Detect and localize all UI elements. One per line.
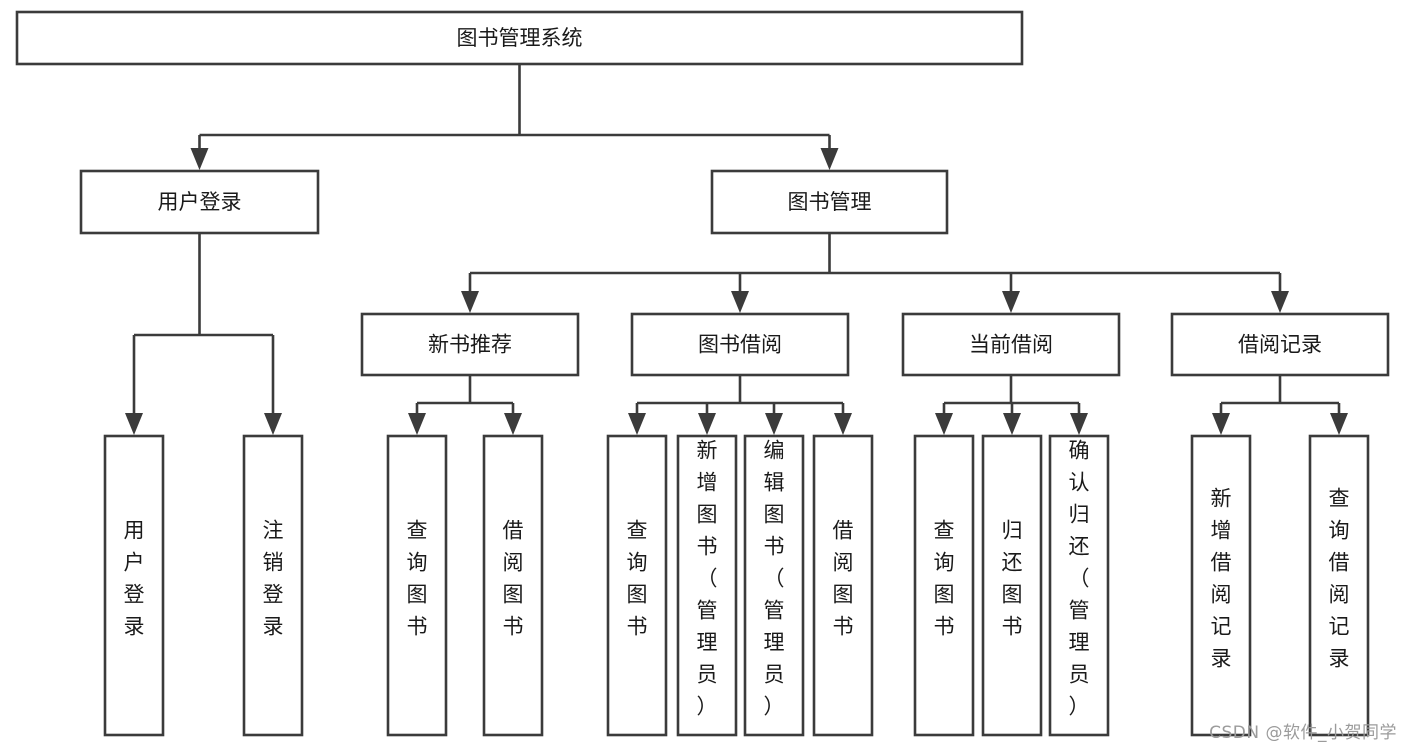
arrow-head-icon — [125, 413, 143, 435]
arrow-head-icon — [461, 291, 479, 313]
node-leaf-user-logout[interactable]: 注销登录 — [242, 434, 304, 737]
arrow-head-icon — [1070, 413, 1088, 435]
node-label: 图书管理 — [788, 190, 872, 214]
arrow-head-icon — [1003, 413, 1021, 435]
node-leaf-add-record[interactable]: 新增借阅记录 — [1190, 434, 1252, 737]
node-book-borrow[interactable]: 图书借阅 — [630, 312, 850, 377]
node-label: 编辑图书（管理员） — [764, 439, 785, 719]
node-leaf-borrow-book-2[interactable]: 借阅图书 — [812, 434, 874, 737]
arrow-head-icon — [190, 148, 209, 170]
node-label: 查询图书 — [934, 519, 955, 639]
node-leaf-query-book-3[interactable]: 查询图书 — [913, 434, 975, 737]
node-box — [1170, 312, 1390, 377]
node-box — [1190, 434, 1252, 737]
node-label: 图书借阅 — [698, 333, 782, 357]
node-label: 注销登录 — [263, 519, 284, 639]
node-label: 用户登录 — [124, 519, 145, 639]
arrow-head-icon — [698, 413, 716, 435]
arrow-head-icon — [765, 413, 783, 435]
arrow-head-icon — [1002, 291, 1020, 313]
arrow-head-icon — [408, 413, 426, 435]
node-leaf-query-book-2[interactable]: 查询图书 — [606, 434, 668, 737]
arrow-head-icon — [834, 413, 852, 435]
node-label: 借阅图书 — [833, 519, 854, 639]
node-new-book-recommend[interactable]: 新书推荐 — [360, 312, 580, 377]
node-box — [1048, 434, 1110, 737]
node-leaf-borrow-book-1[interactable]: 借阅图书 — [482, 434, 544, 737]
node-leaf-user-login[interactable]: 用户登录 — [103, 434, 165, 737]
node-box — [360, 312, 580, 377]
arrow-head-icon — [628, 413, 646, 435]
connector-group-book-borrow — [628, 375, 852, 435]
arrow-head-icon — [504, 413, 522, 435]
node-box — [710, 169, 949, 235]
node-layer: 图书管理系统用户登录图书管理新书推荐图书借阅当前借阅借阅记录用户登录注销登录查询… — [15, 10, 1390, 737]
node-label: 新增图书（管理员） — [697, 439, 718, 719]
node-box — [901, 312, 1121, 377]
connector-group-new-book-recommend — [408, 375, 522, 435]
node-label: 借阅图书 — [503, 519, 524, 639]
node-root[interactable]: 图书管理系统 — [15, 10, 1024, 66]
connector-group-borrow-record — [1212, 375, 1348, 435]
node-leaf-query-book-1[interactable]: 查询图书 — [386, 434, 448, 737]
node-box — [1308, 434, 1370, 737]
node-current-borrow[interactable]: 当前借阅 — [901, 312, 1121, 377]
node-box — [79, 169, 320, 235]
node-leaf-query-record[interactable]: 查询借阅记录 — [1308, 434, 1370, 737]
connector-group-book-manage — [461, 233, 1289, 313]
node-box — [676, 434, 738, 737]
csdn-watermark: CSDN @软件_小贺同学 — [1209, 723, 1397, 743]
node-label: 用户登录 — [158, 190, 242, 214]
node-leaf-edit-book[interactable]: 编辑图书（管理员） — [743, 434, 805, 737]
connector-group-root — [190, 64, 839, 170]
node-borrow-record[interactable]: 借阅记录 — [1170, 312, 1390, 377]
connector-group-user-login — [125, 233, 282, 435]
node-box — [913, 434, 975, 737]
node-label: 新增借阅记录 — [1211, 487, 1232, 671]
node-box — [630, 312, 850, 377]
node-box — [242, 434, 304, 737]
node-box — [386, 434, 448, 737]
node-label: 图书管理系统 — [457, 26, 583, 50]
arrow-head-icon — [935, 413, 953, 435]
node-leaf-confirm-return[interactable]: 确认归还（管理员） — [1048, 434, 1110, 737]
connector-group-current-borrow — [935, 375, 1088, 435]
node-label: 新书推荐 — [428, 333, 512, 357]
node-leaf-add-book[interactable]: 新增图书（管理员） — [676, 434, 738, 737]
node-box — [812, 434, 874, 737]
node-box — [981, 434, 1043, 737]
arrow-head-icon — [731, 291, 749, 313]
arrow-head-icon — [820, 148, 839, 170]
node-user-login[interactable]: 用户登录 — [79, 169, 320, 235]
node-label: 查询图书 — [627, 519, 648, 639]
arrow-head-icon — [1212, 413, 1230, 435]
connector-layer — [125, 64, 1348, 435]
node-label: 查询借阅记录 — [1329, 487, 1350, 671]
arrow-head-icon — [1330, 413, 1348, 435]
node-leaf-return-book[interactable]: 归还图书 — [981, 434, 1043, 737]
node-box — [606, 434, 668, 737]
node-box — [103, 434, 165, 737]
node-label: 归还图书 — [1002, 519, 1023, 639]
arrow-head-icon — [264, 413, 282, 435]
node-label: 查询图书 — [407, 519, 428, 639]
node-book-manage[interactable]: 图书管理 — [710, 169, 949, 235]
node-label: 借阅记录 — [1238, 333, 1322, 357]
node-box — [482, 434, 544, 737]
node-box — [15, 10, 1024, 66]
node-label: 确认归还（管理员） — [1069, 439, 1090, 719]
node-label: 当前借阅 — [969, 333, 1053, 357]
node-box — [743, 434, 805, 737]
arrow-head-icon — [1271, 291, 1289, 313]
